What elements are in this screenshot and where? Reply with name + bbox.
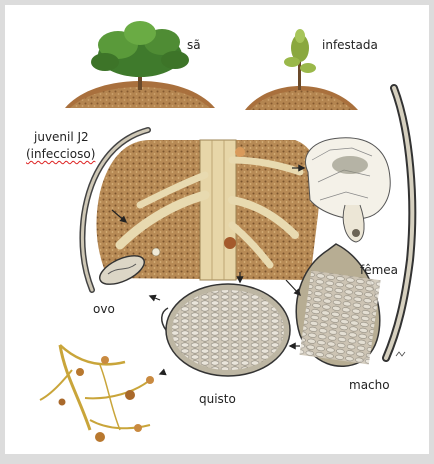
label-cyst: quisto bbox=[199, 392, 236, 406]
label-egg: ovo bbox=[93, 302, 115, 316]
label-juvenile-infectious: (infeccioso) bbox=[26, 147, 95, 161]
label-male: macho bbox=[349, 378, 390, 392]
label-juvenile: juvenil J2 bbox=[34, 130, 89, 144]
label-female: fêmea bbox=[360, 263, 398, 277]
label-infested: infestada bbox=[322, 38, 378, 52]
label-healthy: sã bbox=[187, 38, 201, 52]
